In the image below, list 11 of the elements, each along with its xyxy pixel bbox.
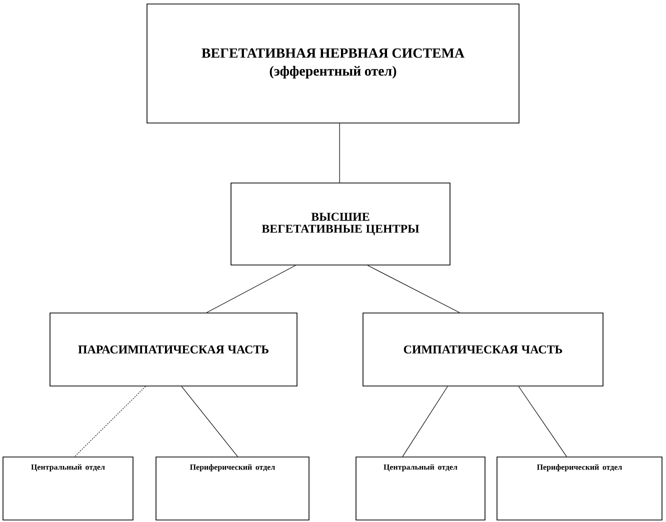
box: ВЫСШИЕ ВЕГЕТАТИВНЫЕ ЦЕНТРЫ: [230, 182, 450, 266]
box: СИМПАТИЧЕСКАЯ ЧАСТЬ: [362, 312, 604, 386]
connector-line: [339, 123, 340, 183]
connector-line: [402, 386, 448, 457]
connector-line: [367, 265, 460, 313]
box: ПАРАСИМПАТИЧЕСКАЯ ЧАСТЬ: [50, 312, 298, 386]
connector-line: [206, 265, 296, 313]
connector-line: [518, 386, 567, 457]
box: ВЕГЕТАТИВНАЯ НЕРВНАЯ СИСТЕМА (эфферентный отел): [146, 4, 520, 124]
connector-line: [74, 386, 146, 457]
connector-line: [181, 386, 238, 457]
